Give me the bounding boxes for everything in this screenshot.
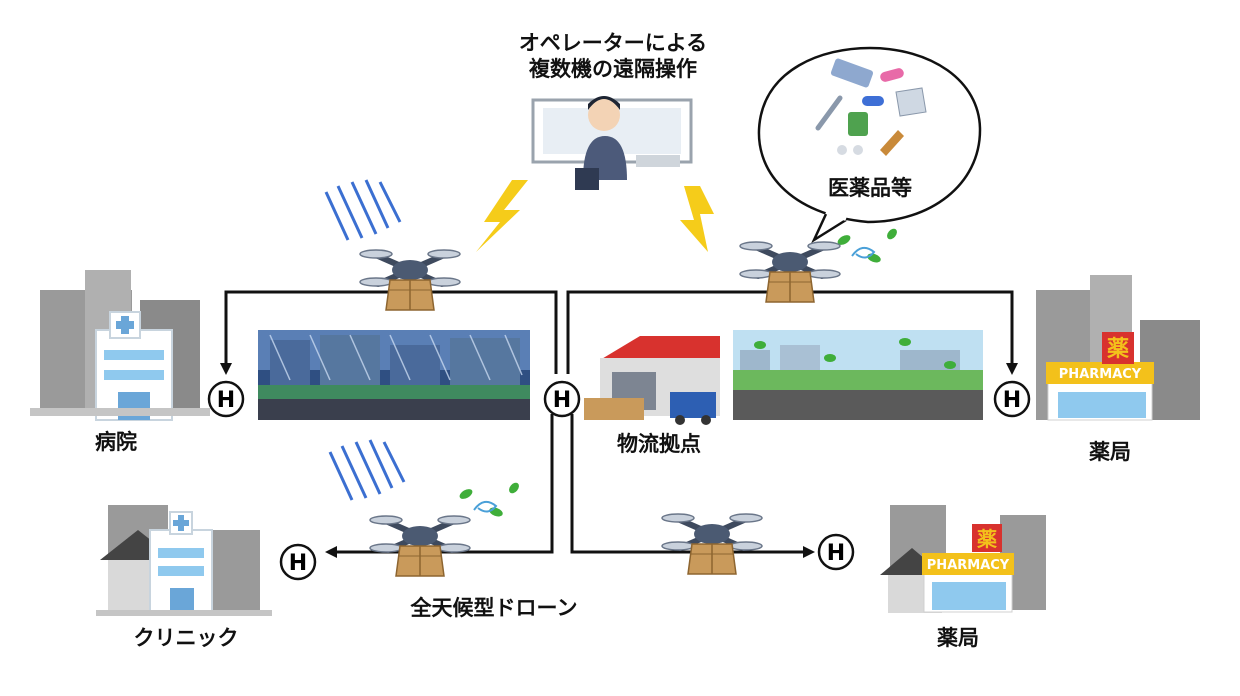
drone-icon [370, 516, 470, 576]
svg-text:H: H [827, 541, 845, 566]
svg-text:H: H [217, 388, 235, 413]
helipad-pharmacy-bottom: H [817, 533, 855, 571]
rain-icon [324, 178, 402, 242]
drone-icon [662, 514, 762, 574]
operator-caption-line1: オペレーターによる [518, 31, 708, 55]
pharmacy-building-right [1036, 275, 1200, 421]
windy-countryside-scene [733, 330, 983, 420]
pharmacy-sign-text: PHARMACY [927, 558, 1010, 573]
speech-bubble [757, 46, 982, 244]
rain-icon [328, 438, 406, 502]
hospital-label: 病院 [95, 430, 137, 454]
lightning-icon [680, 186, 714, 252]
pharmacy-sign-text: PHARMACY [1059, 367, 1142, 382]
lightning-icon [476, 180, 528, 252]
operator-caption-line2: 複数機の遠隔操作 [529, 57, 697, 81]
helipad-pharmacy-right: H [993, 380, 1031, 418]
pharmacy-bottom-label: 薬局 [937, 626, 979, 650]
speech-bubble-label: 医薬品等 [828, 176, 912, 200]
medicine-icons [815, 58, 927, 156]
rainy-city-scene [258, 330, 530, 420]
pharmacy-sign-kanji: 薬 [977, 527, 997, 551]
svg-text:H: H [289, 551, 307, 576]
operator-caption: オペレーターによる 複数機の遠隔操作 [502, 30, 724, 82]
wind-leaf-icon [834, 225, 900, 266]
helipad-hospital: H [207, 380, 245, 418]
helipad-hub: H [543, 380, 581, 418]
operator-workstation [531, 96, 693, 190]
pharmacy-sign-kanji: 薬 [1107, 337, 1129, 362]
clinic-building [96, 505, 272, 616]
helipad-clinic: H [279, 543, 317, 581]
hospital-building [30, 270, 210, 421]
drone-type-label: 全天候型ドローン [410, 596, 578, 620]
route-hub-to-clinic [325, 414, 554, 558]
pharmacy-building-bottom [880, 505, 1046, 613]
wind-leaf-icon [456, 479, 522, 520]
svg-text:H: H [1003, 388, 1021, 413]
clinic-label: クリニック [133, 626, 239, 650]
hub-label: 物流拠点 [617, 432, 701, 456]
warehouse-building [584, 336, 720, 425]
svg-text:H: H [553, 388, 571, 413]
pharmacy-right-label: 薬局 [1089, 440, 1131, 464]
drone-icon [360, 250, 460, 310]
